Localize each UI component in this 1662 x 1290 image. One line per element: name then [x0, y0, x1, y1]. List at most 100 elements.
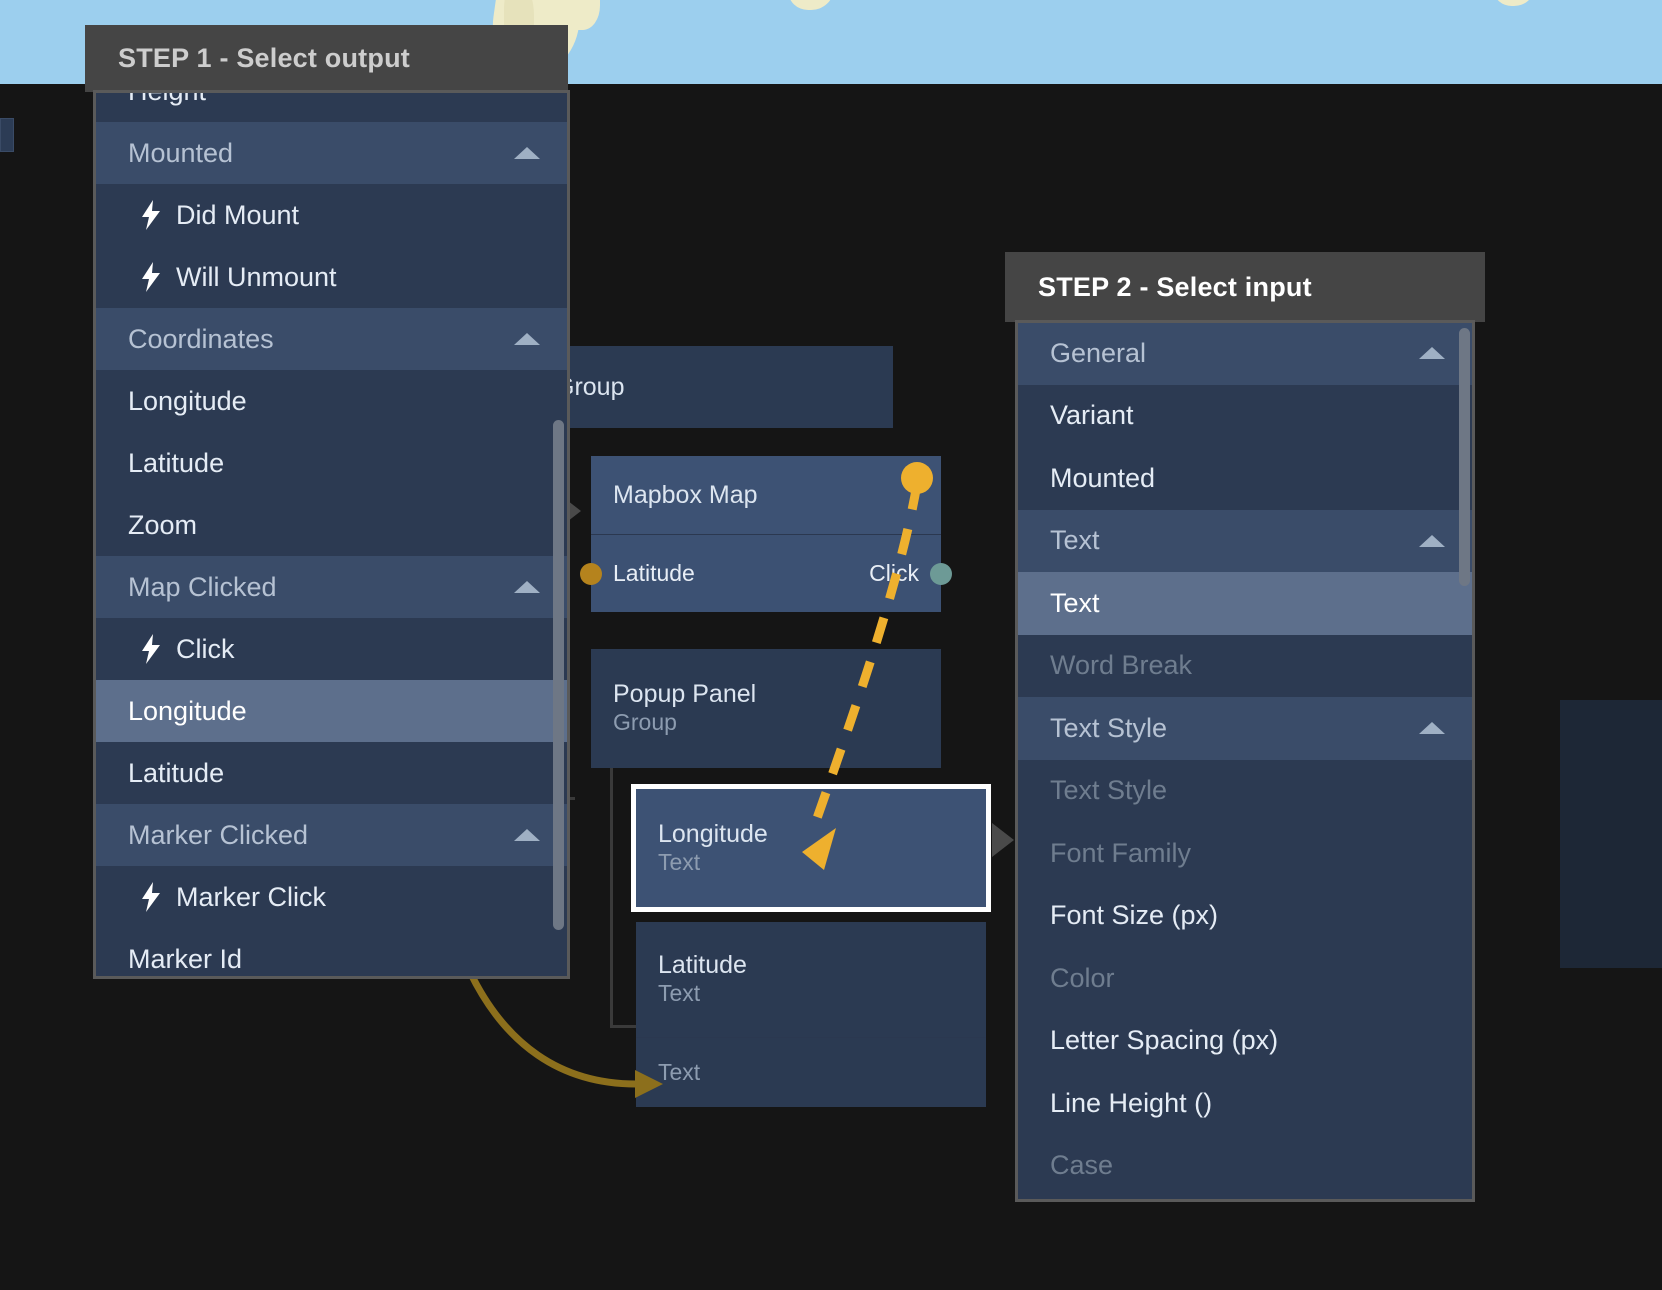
tree-guide-line	[610, 1025, 636, 1028]
step2-item-4[interactable]: Text	[1017, 572, 1473, 635]
step1-item-0[interactable]: Height	[95, 92, 568, 122]
menu-item-label: Did Mount	[176, 199, 300, 230]
menu-item-label: Line Height ()	[1050, 1087, 1213, 1118]
mapbox-map-node-title: Mapbox Map	[613, 480, 758, 509]
menu-item-content: Mounted	[1050, 463, 1155, 494]
menu-item-label: Word Break	[1050, 650, 1193, 681]
step1-scrollbar[interactable]	[553, 420, 564, 930]
mapbox-map-port-row[interactable]: Latitude Click	[580, 535, 952, 612]
mapbox-input-port-label: Latitude	[613, 560, 695, 586]
menu-item-label: Zoom	[128, 509, 198, 540]
menu-item-content: Variant	[1050, 400, 1134, 431]
chevron-up-icon[interactable]	[514, 581, 540, 593]
latitude-text-port-row[interactable]: Text	[636, 1038, 986, 1107]
step1-item-6[interactable]: Latitude	[95, 432, 568, 494]
menu-item-content: Longitude	[128, 386, 247, 417]
step2-item-9[interactable]: Font Size (px)	[1017, 884, 1473, 947]
step1-item-2[interactable]: Did Mount	[95, 184, 568, 246]
menu-item-label: Mounted	[1050, 462, 1156, 493]
step2-item-12[interactable]: Line Height ()	[1017, 1072, 1473, 1135]
step1-item-5[interactable]: Longitude	[95, 370, 568, 432]
group-node-title: Group	[555, 372, 625, 401]
longitude-node[interactable]: Longitude Text	[631, 784, 1014, 912]
menu-item-content: Word Break	[1050, 650, 1192, 681]
menu-item-label: Click	[176, 633, 235, 664]
step2-item-11[interactable]: Letter Spacing (px)	[1017, 1009, 1473, 1072]
step2-item-0[interactable]: General	[1017, 322, 1473, 385]
step2-item-13: Case	[1017, 1134, 1473, 1197]
step1-popup[interactable]: STEP 1 - Select output HeightMountedDid …	[85, 25, 570, 979]
canvas-right-panel-stub	[1560, 700, 1662, 968]
latitude-node-title: Latitude	[658, 951, 747, 980]
menu-item-label: Marker Click	[176, 881, 327, 912]
step1-item-1[interactable]: Mounted	[95, 122, 568, 184]
step1-item-13[interactable]: Marker Click	[95, 866, 568, 928]
menu-item-label: Latitude	[128, 757, 225, 788]
step1-item-14[interactable]: Marker Id	[95, 928, 568, 977]
step2-item-3[interactable]: Text	[1017, 509, 1473, 572]
chevron-up-icon[interactable]	[514, 829, 540, 841]
chevron-up-icon[interactable]	[514, 333, 540, 345]
step1-item-8[interactable]: Map Clicked	[95, 556, 568, 618]
menu-item-label: Case	[1050, 1150, 1114, 1181]
menu-item-label: Text	[1050, 587, 1100, 618]
menu-item-content: Click	[128, 634, 235, 665]
mapbox-map-node[interactable]: Mapbox Map Latitude Click	[559, 456, 952, 612]
step2-item-8: Font Family	[1017, 822, 1473, 885]
menu-item-content: Text	[1050, 525, 1100, 556]
popup-panel-node-subtitle: Group	[613, 709, 677, 736]
step2-item-6[interactable]: Text Style	[1017, 697, 1473, 760]
menu-item-label: Text Style	[1050, 775, 1168, 806]
menu-item-label: Text Style	[1050, 712, 1168, 743]
node-divider	[591, 534, 941, 535]
menu-item-label: Letter Spacing (px)	[1050, 1025, 1279, 1056]
step2-item-7: Text Style	[1017, 759, 1473, 822]
menu-item-label: Font Size (px)	[1050, 900, 1219, 931]
menu-item-content: Marker Id	[128, 944, 242, 975]
menu-item-label: General	[1050, 337, 1147, 368]
chevron-up-icon[interactable]	[514, 147, 540, 159]
menu-item-label: Color	[1050, 962, 1115, 993]
menu-item-content: Font Family	[1050, 838, 1191, 869]
map-land-shape	[788, 0, 834, 10]
click-output-port[interactable]	[930, 563, 952, 585]
mapbox-map-node-header: Mapbox Map	[591, 456, 941, 534]
step2-item-10: Color	[1017, 947, 1473, 1010]
step1-popup-title: STEP 1 - Select output	[118, 43, 410, 73]
step1-item-7[interactable]: Zoom	[95, 494, 568, 556]
longitude-node-title: Longitude	[658, 819, 768, 848]
step2-item-1[interactable]: Variant	[1017, 384, 1473, 447]
step1-popup-frame	[93, 90, 570, 979]
menu-item-content: Map Clicked	[128, 572, 277, 603]
latitude-text-port-label: Text	[658, 1059, 701, 1085]
group-node[interactable]: Group	[533, 346, 893, 428]
step2-popup-title: STEP 2 - Select input	[1038, 271, 1312, 302]
menu-item-label: Font Family	[1050, 837, 1192, 868]
latitude-input-port[interactable]	[580, 563, 602, 585]
step2-scrollbar[interactable]	[1459, 328, 1470, 586]
chevron-up-icon[interactable]	[1419, 534, 1445, 547]
step1-item-12[interactable]: Marker Clicked	[95, 804, 568, 866]
latitude-node[interactable]: Latitude Text Text	[636, 922, 986, 1107]
group-node-header: Group	[533, 346, 893, 428]
latitude-node-subtitle: Text	[658, 980, 701, 1007]
map-land-shape	[1494, 0, 1534, 6]
step1-item-3[interactable]: Will Unmount	[95, 246, 568, 308]
step2-item-2[interactable]: Mounted	[1017, 447, 1473, 510]
menu-item-label: Text	[1050, 525, 1100, 556]
menu-item-content: Text	[1050, 588, 1100, 619]
longitude-node-header: Longitude Text	[636, 789, 986, 907]
chevron-up-icon[interactable]	[1419, 722, 1445, 735]
node-divider	[636, 1037, 986, 1038]
step1-item-9[interactable]: Click	[95, 618, 568, 680]
step1-item-4[interactable]: Coordinates	[95, 308, 568, 370]
longitude-node-subtitle: Text	[658, 848, 701, 875]
step1-item-11[interactable]: Latitude	[95, 742, 568, 804]
menu-item-content: Color	[1050, 963, 1115, 994]
step1-item-10[interactable]: Longitude	[95, 680, 568, 742]
chevron-up-icon[interactable]	[1419, 347, 1445, 360]
popup-panel-node[interactable]: Popup Panel Group	[591, 649, 941, 768]
